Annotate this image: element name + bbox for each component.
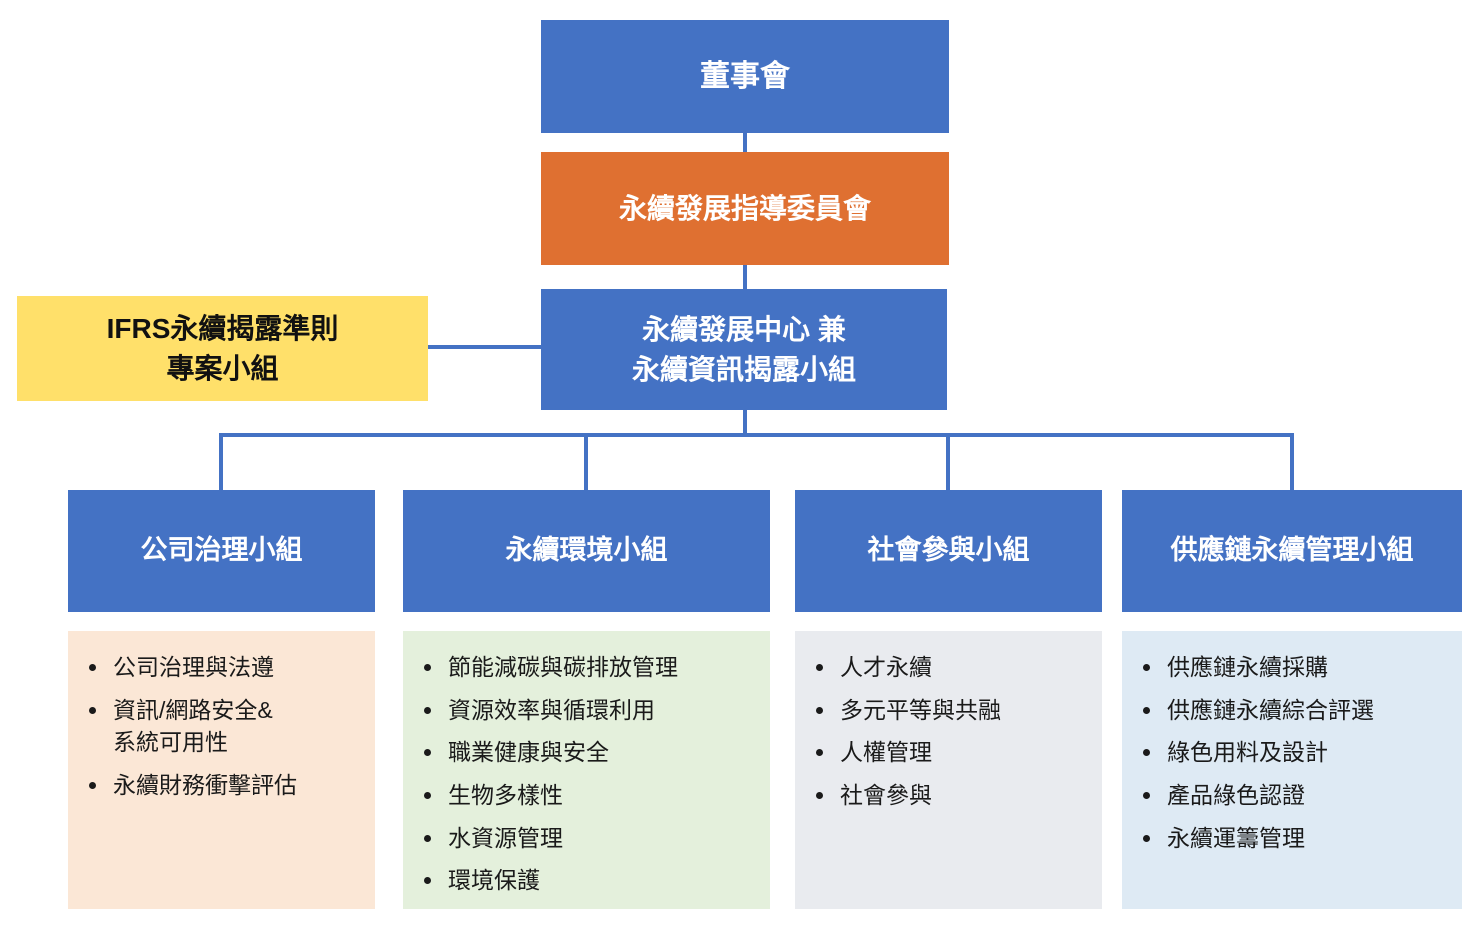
connector-ifrs-center (428, 345, 541, 349)
connector-drop-environment (584, 437, 588, 490)
list-item: 公司治理與法遵 (110, 651, 365, 684)
team-panel-environment: 節能減碳與碳排放管理 資源效率與循環利用 職業健康與安全 生物多樣性 水資源管理… (403, 631, 770, 909)
list-item: 多元平等與共融 (837, 694, 1092, 727)
team-box-social: 社會參與小組 (795, 490, 1102, 612)
connector-center-bus (743, 410, 747, 437)
team-box-environment: 永續環境小組 (403, 490, 770, 612)
connector-steering-center (743, 265, 747, 289)
list-item: 人才永續 (837, 651, 1092, 684)
list-item: 環境保護 (445, 864, 760, 897)
board-label: 董事會 (700, 59, 790, 93)
connector-drop-supply-chain (1290, 437, 1294, 490)
list-item: 生物多樣性 (445, 779, 760, 812)
list-item: 資訊/網路安全& 系統可用性 (110, 694, 365, 759)
list-item: 綠色用料及設計 (1164, 736, 1452, 769)
team-box-supply-chain: 供應鏈永續管理小組 (1122, 490, 1462, 612)
team-panel-supply-chain: 供應鏈永續採購 供應鏈永續綜合評選 綠色用料及設計 產品綠色認證 永續運籌管理 (1122, 631, 1462, 909)
sustainability-center-label: 永續發展中心 兼 永續資訊揭露小組 (631, 314, 856, 385)
team-label-supply-chain: 供應鏈永續管理小組 (1170, 535, 1414, 566)
list-item: 職業健康與安全 (445, 736, 760, 769)
list-item: 人權管理 (837, 736, 1092, 769)
team-panel-social: 人才永續 多元平等與共融 人權管理 社會參與 (795, 631, 1102, 909)
team-list-governance: 公司治理與法遵 資訊/網路安全& 系統可用性 永續財務衝擊評估 (68, 631, 375, 802)
connector-bus (219, 433, 1294, 437)
list-item: 永續財務衝擊評估 (110, 769, 365, 802)
list-item: 供應鏈永續綜合評選 (1164, 694, 1452, 727)
list-item: 節能減碳與碳排放管理 (445, 651, 760, 684)
team-label-social: 社會參與小組 (867, 535, 1030, 566)
list-item: 水資源管理 (445, 822, 760, 855)
list-item: 永續運籌管理 (1164, 822, 1452, 855)
sustainability-center-box: 永續發展中心 兼 永續資訊揭露小組 (541, 289, 947, 410)
ifrs-project-label: IFRS永續揭露準則 專案小組 (106, 313, 339, 384)
team-label-environment: 永續環境小組 (505, 535, 668, 566)
team-list-environment: 節能減碳與碳排放管理 資源效率與循環利用 職業健康與安全 生物多樣性 水資源管理… (403, 631, 770, 897)
connector-board-steering (743, 133, 747, 152)
connector-drop-social (946, 437, 950, 490)
list-item: 供應鏈永續採購 (1164, 651, 1452, 684)
ifrs-project-box: IFRS永續揭露準則 專案小組 (17, 296, 428, 401)
team-label-governance: 公司治理小組 (140, 535, 303, 566)
connector-drop-governance (219, 437, 223, 490)
board-box: 董事會 (541, 20, 949, 133)
team-list-social: 人才永續 多元平等與共融 人權管理 社會參與 (795, 631, 1102, 812)
team-list-supply-chain: 供應鏈永續採購 供應鏈永續綜合評選 綠色用料及設計 產品綠色認證 永續運籌管理 (1122, 631, 1462, 854)
team-panel-governance: 公司治理與法遵 資訊/網路安全& 系統可用性 永續財務衝擊評估 (68, 631, 375, 909)
list-item: 社會參與 (837, 779, 1092, 812)
steering-committee-box: 永續發展指導委員會 (541, 152, 949, 265)
steering-committee-label: 永續發展指導委員會 (618, 192, 871, 224)
list-item: 產品綠色認證 (1164, 779, 1452, 812)
team-box-governance: 公司治理小組 (68, 490, 375, 612)
list-item: 資源效率與循環利用 (445, 694, 760, 727)
